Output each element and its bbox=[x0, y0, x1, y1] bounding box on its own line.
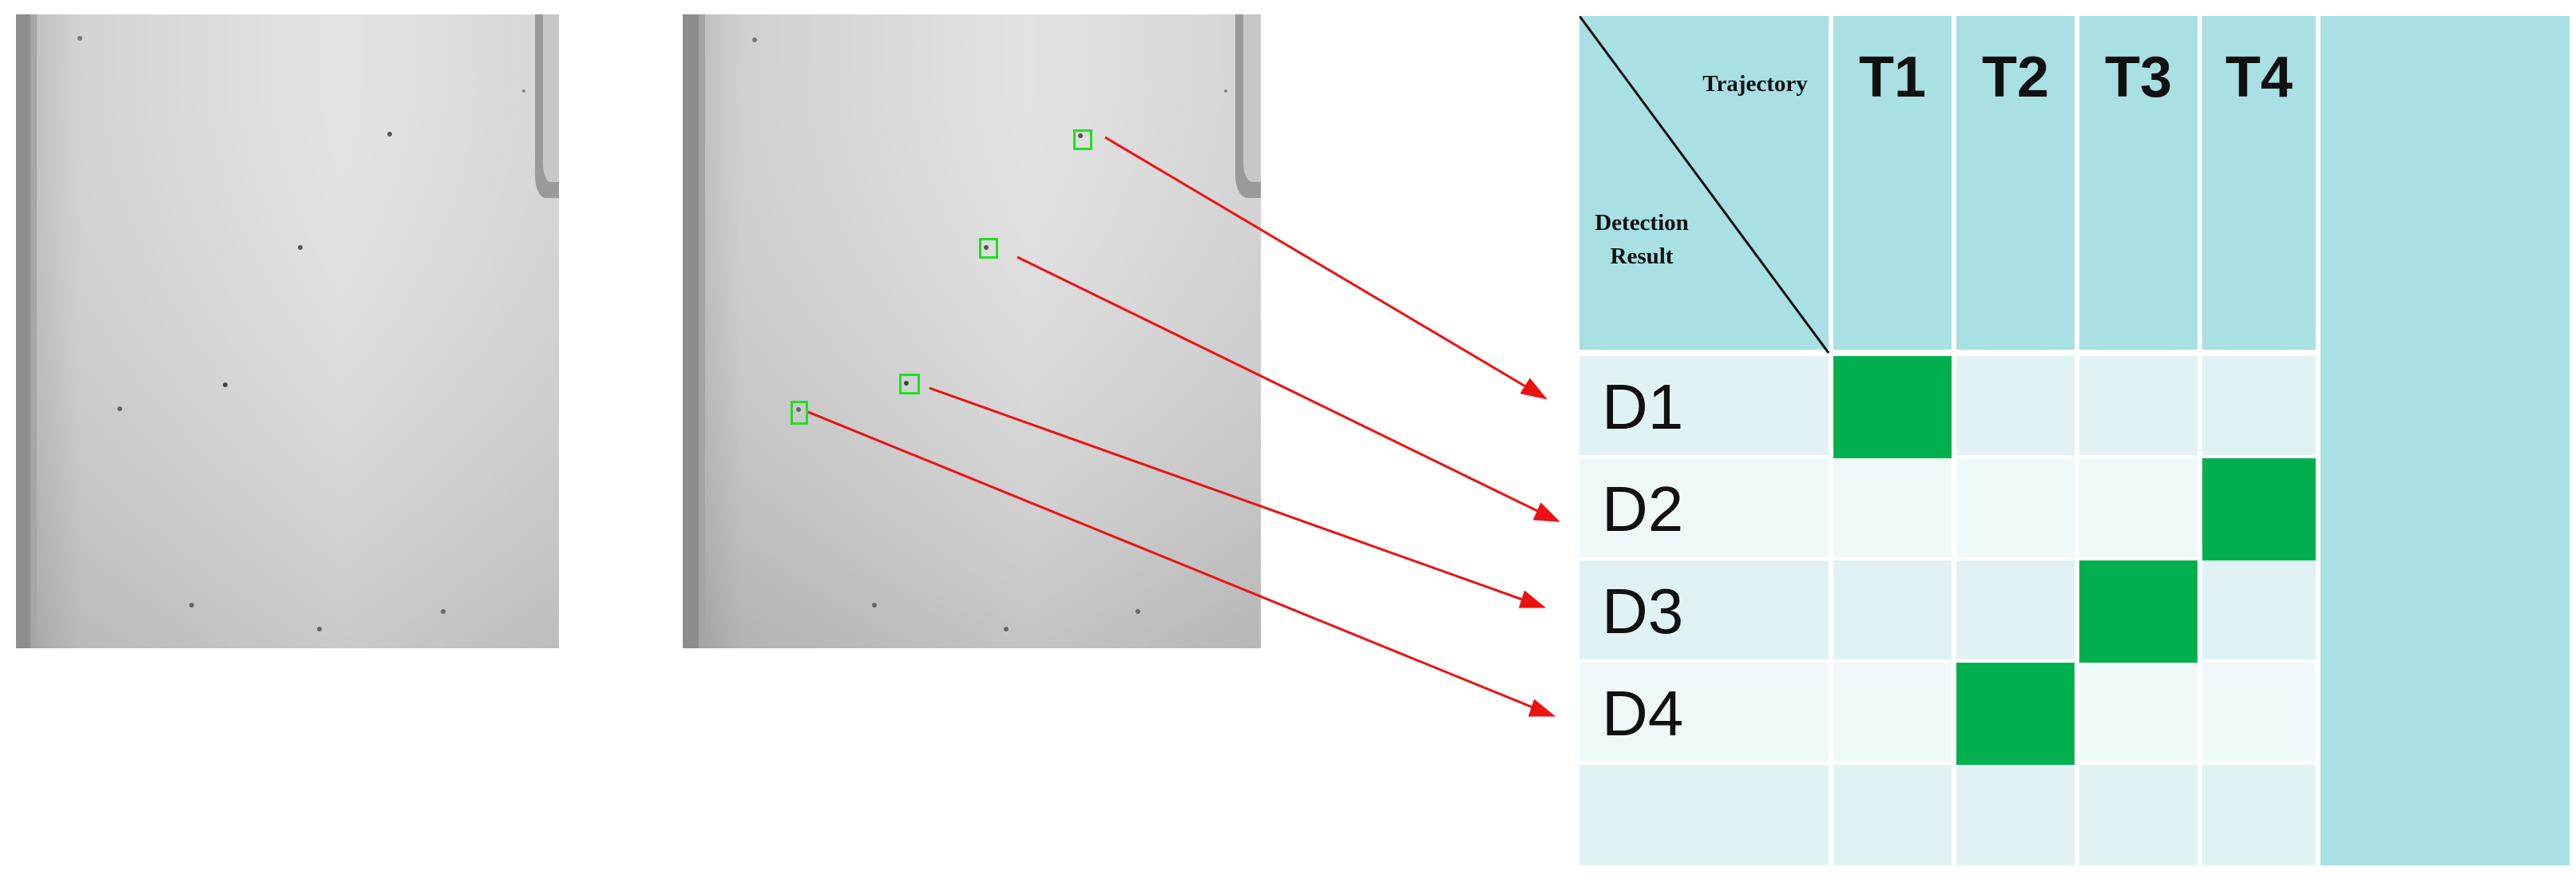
row-header-d1: D1 bbox=[1602, 371, 1684, 442]
matrix-row-band bbox=[1579, 560, 2316, 659]
match-cell-d3-t3 bbox=[2079, 560, 2198, 663]
corner-label-detection-line1: Detection bbox=[1595, 210, 1689, 236]
row-header-d2: D2 bbox=[1602, 473, 1684, 544]
grid-line bbox=[1952, 16, 1956, 865]
arrow-3 bbox=[929, 386, 1544, 608]
matrix-row-band bbox=[1579, 663, 2316, 762]
arrow-4 bbox=[807, 410, 1553, 717]
column-header-t4: T4 bbox=[2225, 46, 2293, 109]
arrow-1 bbox=[1104, 136, 1545, 399]
association-matrix: Trajectory Detection Result T1 T2 T3 T4 … bbox=[1579, 16, 2570, 870]
corner-label-trajectory: Trajectory bbox=[1702, 71, 1808, 97]
arrow-2 bbox=[1017, 255, 1558, 522]
matrix-right-band bbox=[2320, 16, 2570, 865]
detection-box-3 bbox=[899, 374, 920, 394]
detection-frame-image bbox=[683, 14, 1261, 648]
detection-box-1 bbox=[1073, 129, 1092, 150]
grid-line bbox=[1829, 16, 1833, 865]
column-header-t1: T1 bbox=[1858, 46, 1927, 109]
column-header-t3: T3 bbox=[2104, 46, 2173, 109]
detection-box-4 bbox=[791, 401, 808, 425]
match-cell-d1-t1 bbox=[1833, 356, 1952, 458]
grid-line bbox=[1579, 350, 2320, 356]
detection-box-2 bbox=[979, 238, 998, 259]
grid-line bbox=[2198, 16, 2202, 865]
corner-label-detection: Detection Result bbox=[1586, 206, 1698, 273]
grid-line bbox=[2075, 16, 2079, 865]
row-header-d3: D3 bbox=[1602, 576, 1684, 647]
corner-label-detection-line2: Result bbox=[1610, 244, 1674, 270]
matrix-row-band bbox=[1579, 765, 2316, 865]
corner-diagonal bbox=[1579, 16, 1830, 354]
match-cell-d2-t4 bbox=[2202, 458, 2316, 560]
matrix-row-band bbox=[1579, 458, 2316, 557]
match-cell-d4-t2 bbox=[1956, 663, 2075, 765]
column-header-t2: T2 bbox=[1981, 46, 2050, 109]
row-header-d4: D4 bbox=[1602, 678, 1684, 749]
grid-line bbox=[2316, 16, 2320, 865]
raw-frame-image bbox=[16, 14, 559, 648]
